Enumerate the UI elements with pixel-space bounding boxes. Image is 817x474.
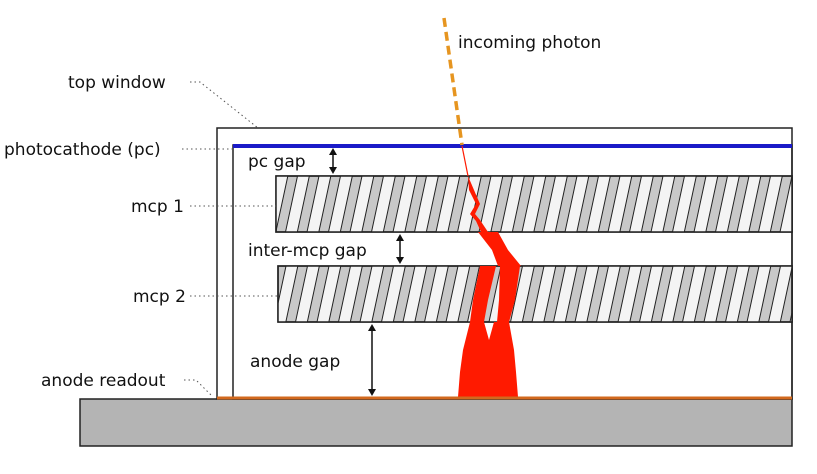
- mcp2-channel: [423, 266, 449, 322]
- mcp1-channel: [802, 176, 817, 232]
- mcp1-channel: [607, 176, 633, 232]
- mcp1-channel: [736, 176, 762, 232]
- inter-mcp-gap-label: inter-mcp gap: [248, 241, 367, 261]
- mcp1-channel: [306, 176, 332, 232]
- leader-lines: [182, 81, 278, 397]
- mcp2-channel: [638, 266, 664, 322]
- incoming-photon-path: [442, 17, 464, 146]
- mcp2-channel: [574, 266, 600, 322]
- mcp1-channel: [564, 176, 590, 232]
- mcp1-channel: [757, 176, 783, 232]
- mcp2-channel: [724, 266, 750, 322]
- mcp1-channel: [435, 176, 461, 232]
- top-window-label: top window: [68, 73, 166, 93]
- mcp1-channel: [779, 176, 792, 232]
- mcp2-channel: [789, 310, 792, 322]
- photoelectron-path: [461, 145, 469, 177]
- mcp1-channel: [714, 176, 740, 232]
- mcp1-channel: [284, 176, 310, 232]
- photocathode-label: photocathode (pc): [4, 140, 161, 160]
- mcp1-channel: [650, 176, 676, 232]
- incoming-photon-label: incoming photon: [458, 33, 601, 53]
- mcp1-channel: [499, 176, 525, 232]
- mcp1-channel: [693, 176, 719, 232]
- mcp2-plate: [277, 265, 793, 323]
- mcp1-channel: [370, 176, 396, 232]
- mcp2-channel: [703, 266, 729, 322]
- mcp2-channel: [359, 266, 385, 322]
- mcp2-channel: [531, 266, 557, 322]
- mcp2-channel: [767, 266, 792, 322]
- mcp2-channel: [337, 266, 363, 322]
- mcp1-channels: [276, 176, 817, 232]
- mcp2-channel: [294, 266, 320, 322]
- mcp2-channel: [746, 266, 772, 322]
- mcp1-plate: [275, 175, 817, 233]
- anode-readout-label: anode readout: [41, 371, 166, 391]
- mcp1-label: mcp 1: [131, 197, 184, 217]
- mcp1-channel: [276, 176, 289, 232]
- mcp2-channel: [660, 266, 686, 322]
- mcp2-label: mcp 2: [133, 287, 186, 307]
- mcp1-channel: [392, 176, 418, 232]
- mcp2-channel: [402, 266, 428, 322]
- pc-gap-label: pc gap: [248, 152, 306, 172]
- mcp2-channel: [681, 266, 707, 322]
- mcp2-channel: [552, 266, 578, 322]
- mcp1-channel: [671, 176, 697, 232]
- mcp2-channel: [278, 266, 299, 322]
- mcp1-channel: [628, 176, 654, 232]
- mcp2-channel: [380, 266, 406, 322]
- mcp2-channel: [509, 266, 535, 322]
- anode-gap-label: anode gap: [250, 352, 340, 372]
- mcp1-channel: [521, 176, 547, 232]
- gap-arrows: [329, 148, 404, 396]
- mcp1-channel: [478, 176, 504, 232]
- mcp1-channel: [349, 176, 375, 232]
- mcp2-channel: [617, 266, 643, 322]
- mcp2-channel: [595, 266, 621, 322]
- mcp1-channel: [327, 176, 353, 232]
- mcp1-channel: [585, 176, 611, 232]
- mcp2-channel: [316, 266, 342, 322]
- anode-base-plate: [79, 398, 793, 447]
- mcp1-channel: [413, 176, 439, 232]
- mcp2-channel: [445, 266, 471, 322]
- mcp1-channel: [542, 176, 568, 232]
- electron-cascade: [458, 176, 521, 397]
- mcp1-channel: [456, 176, 482, 232]
